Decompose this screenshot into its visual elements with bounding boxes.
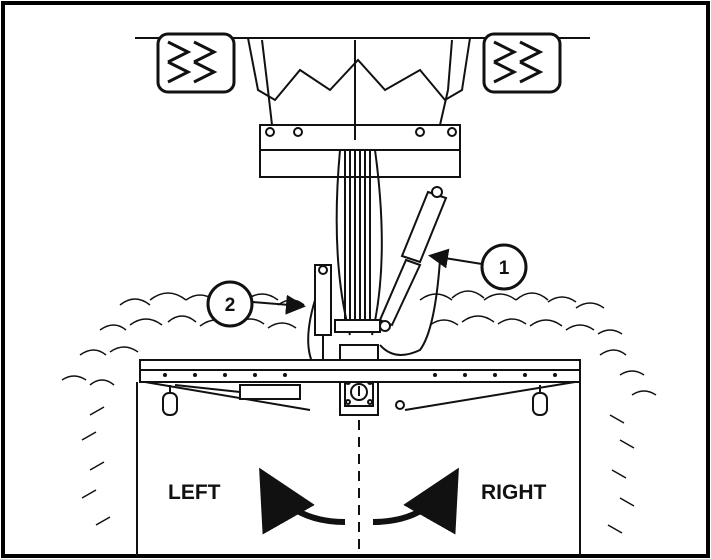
right-hydraulic-cylinder xyxy=(378,186,448,356)
left-rotation-arrow xyxy=(259,467,346,535)
hydraulic-hose-bundle xyxy=(334,40,383,336)
right-rotation-arrow xyxy=(372,467,459,535)
callout-2-leader xyxy=(251,294,306,315)
callout-1-circle xyxy=(480,243,528,291)
callout-1-number: 1 xyxy=(499,258,510,279)
right-gauge-wheel xyxy=(532,385,548,416)
callout-1: 1 xyxy=(428,243,528,291)
right-tractor-tire xyxy=(482,32,562,94)
snow-piles xyxy=(61,290,657,534)
left-tractor-tire xyxy=(156,32,236,94)
left-gauge-wheel xyxy=(162,385,178,416)
callout-2-circle xyxy=(206,280,254,328)
blade xyxy=(139,359,581,411)
left-direction-label: LEFT xyxy=(168,481,221,504)
left-hydraulic-cylinder xyxy=(307,264,332,373)
right-direction-label: RIGHT xyxy=(481,481,547,504)
callout-2: 2 xyxy=(206,280,306,328)
callout-2-number: 2 xyxy=(225,295,236,316)
callout-1-leader xyxy=(428,248,483,269)
